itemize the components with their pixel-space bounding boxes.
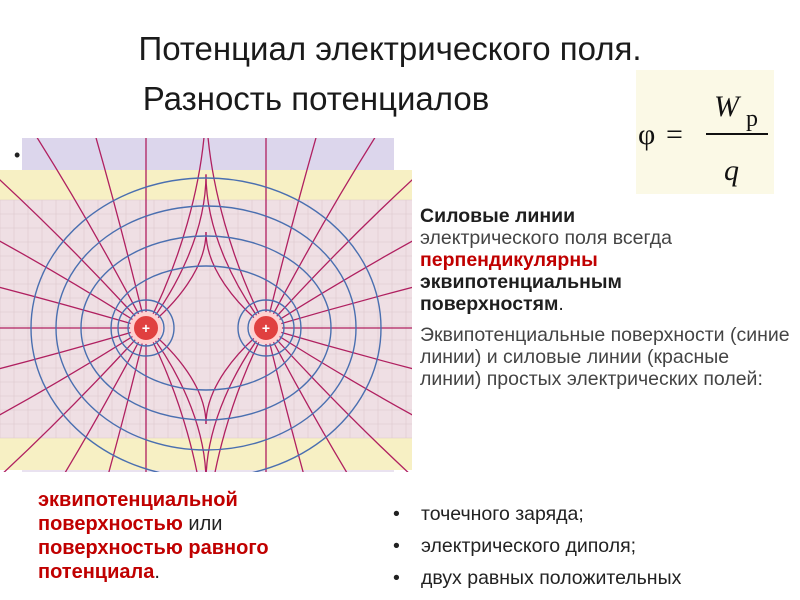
list-item: точечного заряда; [393, 503, 793, 535]
surfaces-term: поверхностям [420, 293, 559, 315]
description-paragraph: Эквипотенциальные поверхности (синие лин… [420, 324, 790, 390]
field-lines-figure: ++ [0, 88, 506, 568]
equipotential-line [127, 309, 165, 347]
equipotential-line [80, 235, 332, 421]
list-item: электрического диполя; [393, 535, 793, 567]
term-equipotential: эквипотенциальной [38, 489, 238, 511]
field-line [0, 240, 147, 329]
equipotential-term: эквипотенциальным [420, 271, 622, 293]
field-line [0, 327, 147, 416]
potential-formula: φ = W p q [636, 70, 774, 194]
equipotential-line [55, 205, 357, 451]
force-lines-line2: электрического поля всегда [420, 227, 672, 249]
word-or: или [182, 513, 223, 535]
formula-numerator: W [714, 90, 742, 123]
formula-subscript: p [746, 106, 758, 132]
equipotential-line [237, 299, 295, 357]
field-line [0, 327, 147, 477]
term-equal-potential-surface: поверхностью равного [38, 537, 269, 559]
equipotential-line [110, 265, 302, 391]
period: . [154, 561, 160, 583]
slide-title-line2: Разность потенциалов [142, 80, 490, 117]
formula-equals: = [666, 118, 683, 151]
term-potential: потенциала [38, 561, 155, 583]
field-line [0, 286, 147, 329]
field-line [0, 179, 147, 329]
formula-phi: φ [638, 118, 655, 151]
force-lines-heading: Силовые линии [420, 205, 576, 227]
field-line [0, 327, 147, 370]
slide-title-line1: Потенциал электрического поля. [138, 30, 642, 67]
perpendicular-term: перпендикулярны [420, 249, 598, 271]
equipotential-line [247, 309, 285, 347]
charge-sign: + [262, 320, 270, 336]
field-types-list: точечного заряда; электрического диполя;… [393, 503, 793, 599]
positive-charge [250, 312, 282, 344]
charge-sign: + [142, 320, 150, 336]
equipotential-line [117, 299, 175, 357]
formula-denominator: q [724, 154, 739, 187]
term-surface: поверхностью [38, 513, 183, 535]
sentence-end: . [558, 293, 564, 315]
right-description: Силовые линии электрического поля всегда… [420, 205, 795, 390]
left-definition-text: эквипотенциальной поверхностью или повер… [38, 488, 368, 584]
bullet-dot: • [14, 145, 21, 165]
list-item: двух равных положительных [393, 567, 793, 599]
positive-charge [130, 312, 162, 344]
